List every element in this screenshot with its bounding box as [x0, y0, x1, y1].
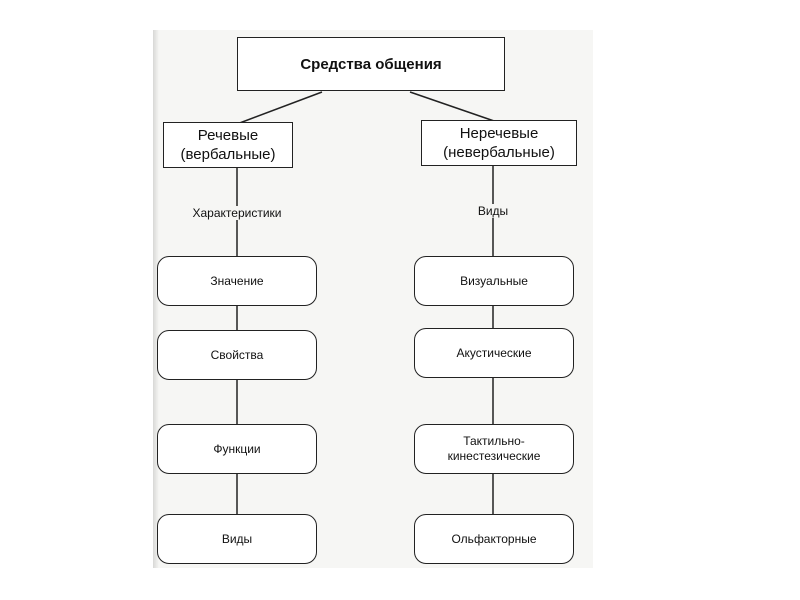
- verbal-category-box: Речевые (вербальные): [163, 122, 293, 168]
- verbal-item-meaning: Значение: [157, 256, 317, 306]
- nonverbal-category-box: Неречевые (невербальные): [421, 120, 577, 166]
- nonverbal-item-label: Акустические: [456, 345, 532, 360]
- verbal-title-line1: Речевые: [197, 127, 259, 144]
- root-box: Средства общения: [237, 37, 505, 91]
- verbal-item-label: Виды: [221, 531, 253, 546]
- verbal-item-label: Свойства: [210, 347, 264, 362]
- nonverbal-item-visual: Визуальные: [414, 256, 574, 306]
- verbal-item-label: Значение: [210, 273, 264, 288]
- verbal-title-line2: (вербальные): [180, 146, 276, 163]
- nonverbal-item-label: Тактильно- кинестезические: [447, 434, 541, 463]
- verbal-item-functions: Функции: [157, 424, 317, 474]
- verbal-item-properties: Свойства: [157, 330, 317, 380]
- nonverbal-branch-label: Виды: [475, 204, 511, 218]
- nonverbal-item-olfactory: Ольфакторные: [414, 514, 574, 564]
- nonverbal-title-line2: (невербальные): [443, 144, 555, 161]
- nonverbal-title-line1: Неречевые: [459, 125, 539, 142]
- verbal-item-label: Функции: [213, 441, 261, 456]
- nonverbal-item-tactile: Тактильно- кинестезические: [414, 424, 574, 474]
- nonverbal-item-label: Ольфакторные: [451, 531, 537, 546]
- scan-shadow-edge: [153, 30, 159, 568]
- connector-root-right: [409, 91, 498, 123]
- connector-root-left: [236, 91, 323, 125]
- nonverbal-item-label: Визуальные: [460, 273, 528, 288]
- verbal-item-types: Виды: [157, 514, 317, 564]
- verbal-branch-label: Характеристики: [190, 206, 284, 220]
- root-label: Средства общения: [300, 55, 442, 73]
- nonverbal-item-acoustic: Акустические: [414, 328, 574, 378]
